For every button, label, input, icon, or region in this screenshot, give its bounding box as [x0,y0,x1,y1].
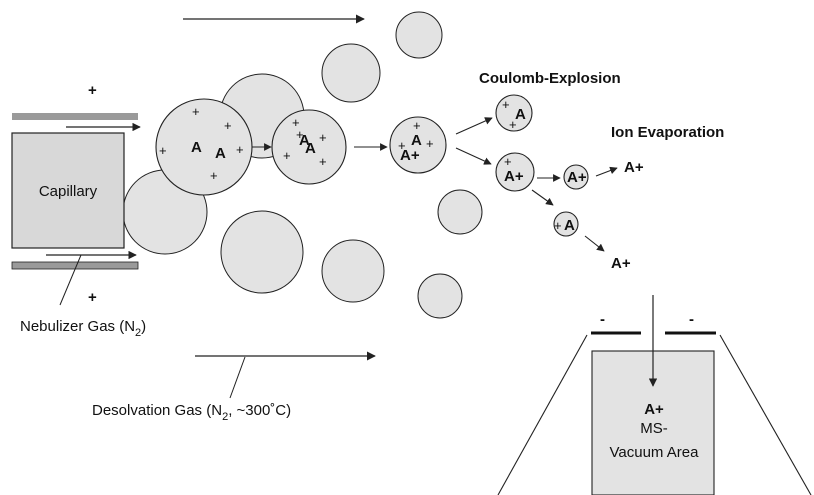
svg-text:A: A [515,106,526,123]
charged-droplet-small [389,116,447,174]
microdroplet-lower [553,211,579,237]
desolvation-gas-label: Desolvation Gas (N2, ~300˚C) [92,402,291,423]
svg-text:+: + [224,118,232,133]
svg-text:+: + [319,130,327,145]
svg-text:A: A [191,139,202,156]
capillary-label: Capillary [39,183,98,200]
svg-text:+: + [283,148,291,163]
svg-text:+: + [413,118,421,133]
electrode-top [12,113,138,120]
svg-text:A: A [215,145,226,162]
ms-ion-label: A+ [644,401,664,418]
droplet [220,210,304,294]
ms-polarity-minus-right: - [689,311,694,328]
droplet [321,43,381,103]
droplet [395,11,443,59]
offspring-droplet-lower [495,152,535,192]
ms-polarity-minus-left: - [600,311,605,328]
explosion-arrow-up [455,117,493,135]
free-ion-lower: A+ [611,255,631,272]
capillary [11,132,125,249]
svg-text:+: + [426,136,434,151]
svg-text:+: + [159,143,167,158]
svg-text:+: + [192,104,200,119]
nebulizer-leader-line [59,254,82,306]
ms-vacuum-line1: MS- [640,420,668,437]
svg-text:+: + [509,117,517,132]
flow-arrow [595,166,618,177]
droplet [417,273,463,319]
droplet [321,239,385,303]
coulomb-explosion-label: Coulomb-Explosion [479,70,621,87]
microdroplet-right [563,164,589,190]
svg-text:A: A [305,140,316,157]
charged-droplet-medium-content: + + + + A A + [283,115,327,169]
svg-text:+: + [502,97,510,112]
svg-text:+: + [504,154,512,169]
offspring-droplet-upper-content: + A + [502,97,526,132]
desolvation-leader-line [229,356,246,399]
microdroplet-lower-analyte: A [564,217,575,234]
svg-text:+: + [236,142,244,157]
microdroplet-lower-plus: + [554,218,562,233]
svg-text:+: + [210,168,218,183]
offspring-droplet-upper [495,94,533,132]
svg-text:+: + [398,138,406,153]
flow-arrow [531,189,554,206]
ms-cone-right [719,334,812,495]
svg-text:A+: A+ [400,147,420,164]
nebulizer-gas-label: Nebulizer Gas (N2) [20,318,146,339]
polarity-plus-bottom: + [88,289,97,306]
svg-text:A+: A+ [504,168,524,185]
charged-droplet-small-content: + + + A A+ [398,118,434,164]
svg-text:A: A [411,132,422,149]
free-ion-upper: A+ [624,159,644,176]
charged-droplet-medium [271,109,347,185]
polarity-plus-top: + [88,82,97,99]
microdroplet-right-ion: A+ [567,169,587,186]
ms-cone-left [497,334,588,495]
svg-text:+: + [292,115,300,130]
svg-text:+: + [296,127,304,142]
offspring-droplet-lower-content: + A+ [504,154,524,185]
svg-text:A: A [299,132,310,149]
electrode-bottom [11,261,139,270]
svg-text:+: + [319,154,327,169]
explosion-arrow-down [455,147,492,165]
flow-arrow [584,235,605,252]
droplet [437,189,483,235]
ms-vacuum-line2: Vacuum Area [610,444,700,461]
ion-evaporation-label: Ion Evaporation [611,124,724,141]
charged-droplet-large-content: + + + + + A A [159,104,244,183]
